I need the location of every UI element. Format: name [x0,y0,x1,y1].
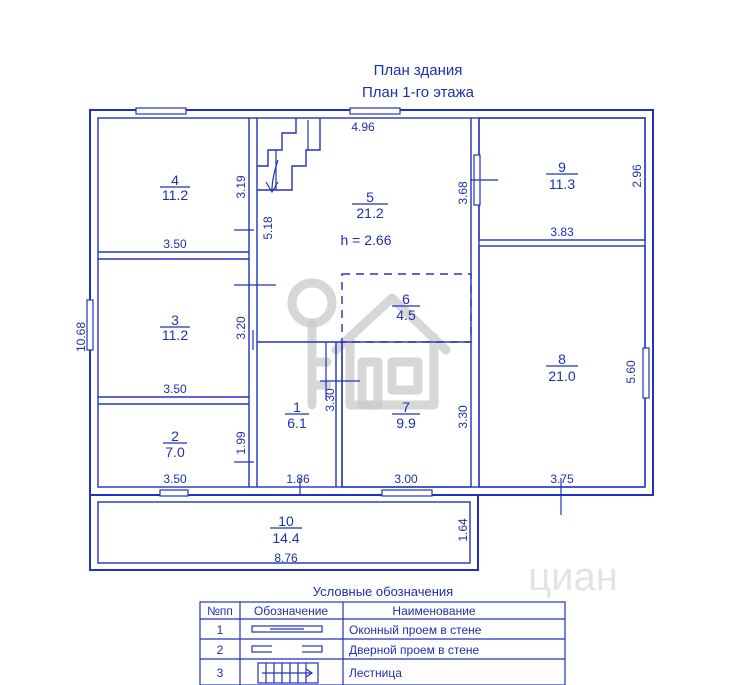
dim-r3-side: 3.20 [234,316,248,340]
room-9-label: 9 11.3 [546,159,578,192]
svg-text:2: 2 [171,428,179,444]
legend-row-1-num: 1 [217,623,224,637]
svg-text:21.0: 21.0 [548,368,575,384]
room-5-label: 5 21.2 h = 2.66 [341,189,392,248]
dim-r9-side: 2.96 [630,164,644,188]
dim-r4-bottom: 3.50 [163,237,187,251]
svg-text:9: 9 [558,159,566,175]
staircase-icon [257,118,321,194]
svg-text:7.0: 7.0 [165,444,185,460]
svg-text:11.2: 11.2 [162,327,188,343]
room-2-label: 2 7.0 [163,428,187,460]
dim-overall-left: 10.68 [74,322,88,352]
room-10-label: 10 14.4 [270,513,302,546]
legend-row-3-num: 3 [217,666,224,680]
dim-r2-side: 1.99 [234,431,248,455]
staircase-legend-icon [257,662,319,684]
svg-text:3: 3 [171,312,179,328]
dim-r10-side: 1.64 [456,518,470,542]
svg-text:14.4: 14.4 [272,530,299,546]
svg-text:11.2: 11.2 [162,187,188,203]
room-4-label: 4 11.2 [160,172,190,203]
room-3-label: 3 11.2 [160,312,190,343]
dim-r10-bottom: 8.76 [274,551,298,565]
svg-text:4: 4 [171,172,179,188]
dim-r1-bottom: 1.86 [286,472,310,486]
svg-text:8: 8 [558,351,566,367]
svg-text:6.1: 6.1 [287,415,307,431]
legend-row-2-num: 2 [217,643,224,657]
legend-row-3-name: Лестница [349,666,402,680]
room-1-label: 1 6.1 [285,399,309,431]
svg-text:5: 5 [366,189,374,205]
door-marks [252,330,562,515]
svg-text:10: 10 [278,513,294,529]
dim-r1-side: 3.30 [323,388,337,412]
legend-header-symbol: Обозначение [254,604,329,618]
watermark-logo-icon [287,278,451,410]
svg-text:6: 6 [402,291,410,307]
dim-r8-bottom: 3.75 [550,472,574,486]
window-openings [86,107,650,497]
legend-table: №пп Обозначение Наименование 1 Оконный п… [199,601,566,685]
dim-stair-side: 5.18 [261,216,275,240]
watermark-text: циан [528,555,618,599]
svg-text:7: 7 [402,399,410,415]
dim-r8-side: 5.60 [624,360,638,384]
plan-subtitle: План 1-го этажа [362,84,475,101]
svg-text:1: 1 [293,399,301,415]
dim-r4-side: 3.19 [234,175,248,199]
legend-header-name: Наименование [392,604,476,618]
dimension-labels: 4.96 3.50 3.50 3.50 3.83 1.86 3.00 3.75 … [74,120,644,565]
room-6-label: 6 4.5 [392,291,420,323]
dim-top-center: 4.96 [351,120,375,134]
svg-text:21.2: 21.2 [356,205,383,221]
svg-text:11.3: 11.3 [549,176,575,192]
dim-r9-bottom: 3.83 [550,225,574,239]
dim-r2-bottom: 3.50 [163,472,187,486]
room-5-height: h = 2.66 [341,232,392,248]
legend-row-2-name: Дверной проем в стене [349,643,480,657]
legend-title: Условные обозначения [313,584,453,599]
window-opening-icon [251,625,323,633]
room-7-label: 7 9.9 [392,399,420,431]
legend-row-1-name: Оконный проем в стене [349,623,482,637]
svg-text:9.9: 9.9 [396,415,416,431]
plan-title: План здания [374,62,463,79]
room-8-label: 8 21.0 [546,351,578,384]
dim-r7-side: 3.30 [456,405,470,429]
dim-r5-side: 3.68 [456,181,470,205]
svg-text:4.5: 4.5 [396,307,416,323]
dim-r7-bottom: 3.00 [394,472,418,486]
legend-header-num: №пп [207,604,233,618]
dim-r3-bottom: 3.50 [163,382,187,396]
door-opening-icon [251,645,323,653]
